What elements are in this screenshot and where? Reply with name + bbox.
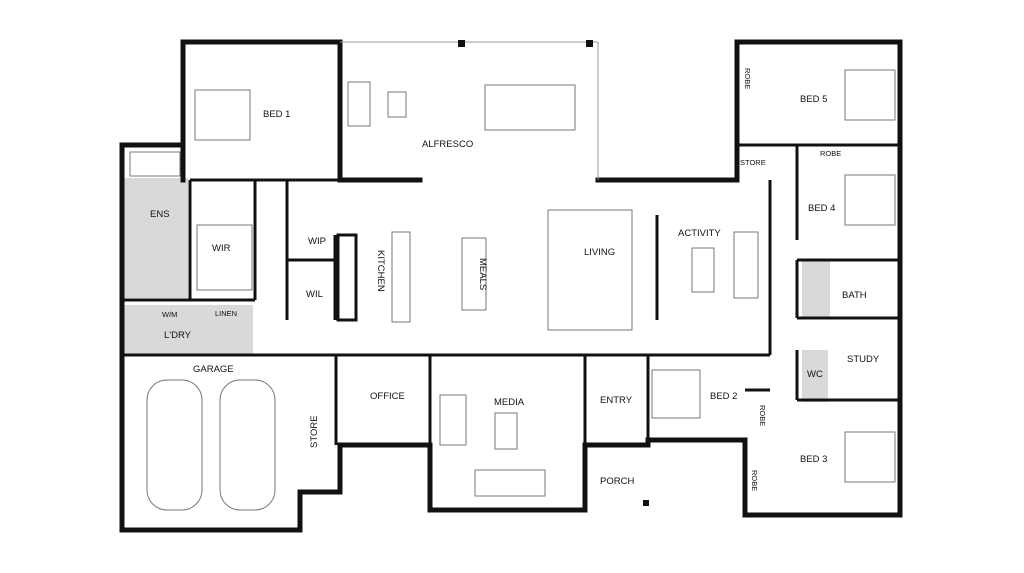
label-wc: WC <box>807 369 823 380</box>
label-activity: ACTIVITY <box>678 228 721 239</box>
laundry-floor <box>123 305 253 355</box>
label-wir: WIR <box>212 243 231 254</box>
label-porch: PORCH <box>600 476 634 487</box>
label-media: MEDIA <box>494 397 525 408</box>
label-kitchen: KITCHEN <box>375 250 386 292</box>
label-office: OFFICE <box>370 391 405 402</box>
label-wip: WIP <box>308 236 326 247</box>
label-study: STUDY <box>847 354 880 365</box>
porch-post <box>643 500 649 506</box>
label-alfresco: ALFRESCO <box>422 139 473 150</box>
label-bed5: BED 5 <box>800 94 827 105</box>
bath-floor <box>802 260 830 318</box>
label-bed1: BED 1 <box>263 109 290 120</box>
label-ens: ENS <box>150 209 170 220</box>
room-labels: BED 1 ALFRESCO ENS WIR WIP WIL KITCHEN M… <box>150 68 880 491</box>
label-wil: WIL <box>306 289 323 300</box>
ensuite-floor <box>123 178 188 298</box>
label-robe-bed4: ROBE <box>820 149 841 158</box>
label-store-right: STORE <box>740 158 766 167</box>
beds <box>194 69 896 483</box>
label-living: LIVING <box>584 247 615 258</box>
wc-floor <box>802 350 828 402</box>
label-garage: GARAGE <box>193 364 234 375</box>
garage-cars <box>146 379 276 511</box>
label-laundry: L'DRY <box>164 330 192 341</box>
label-bath: BATH <box>842 290 867 301</box>
label-meals: MEALS <box>477 258 488 290</box>
label-robe-bed5: ROBE <box>743 68 752 89</box>
alfresco-outline <box>340 40 599 180</box>
label-wm: W/M <box>162 310 177 319</box>
label-robe-bed2: ROBE <box>758 405 767 426</box>
label-store-garage: STORE <box>309 415 320 448</box>
label-linen: LINEN <box>215 309 237 318</box>
internal-walls <box>122 143 900 445</box>
external-walls <box>119 39 903 533</box>
kitchen-fixtures <box>129 81 759 497</box>
label-robe-bed3: ROBE <box>750 470 759 491</box>
label-bed2: BED 2 <box>710 391 737 402</box>
label-entry: ENTRY <box>600 395 633 406</box>
label-bed3: BED 3 <box>800 454 827 465</box>
label-bed4: BED 4 <box>808 203 835 214</box>
